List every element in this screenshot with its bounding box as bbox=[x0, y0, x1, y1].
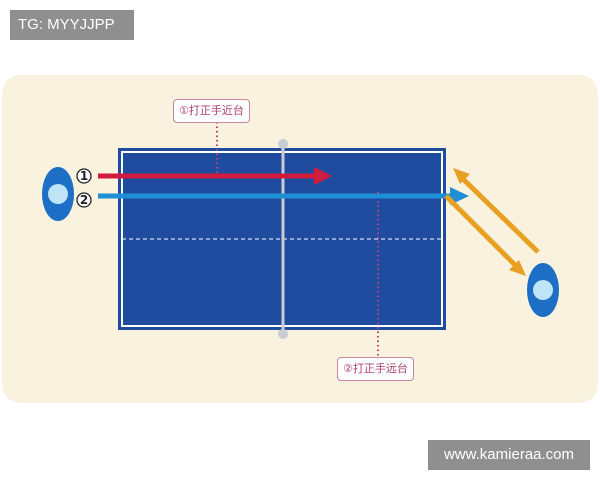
player-right bbox=[527, 263, 559, 317]
net-post-top bbox=[278, 139, 288, 149]
svg-text:1: 1 bbox=[80, 169, 88, 183]
net-post-bottom bbox=[278, 329, 288, 339]
arrow-2-long bbox=[98, 187, 469, 205]
table bbox=[118, 139, 446, 339]
arrow-1-short bbox=[98, 167, 332, 185]
label-forehand-near-table: ①打正手近台 bbox=[173, 99, 250, 123]
marker-2: 2 bbox=[76, 192, 92, 208]
movement-arrow-up bbox=[453, 168, 540, 254]
player-left bbox=[42, 167, 74, 221]
svg-text:2: 2 bbox=[80, 193, 88, 207]
watermark-bottom-right: www.kamieraa.com bbox=[428, 440, 590, 470]
label-forehand-far-table: ②打正手远台 bbox=[337, 357, 414, 381]
movement-arrow-down bbox=[444, 194, 526, 276]
watermark-top-left: TG: MYYJJPP bbox=[10, 10, 134, 40]
marker-1: 1 bbox=[76, 168, 92, 184]
